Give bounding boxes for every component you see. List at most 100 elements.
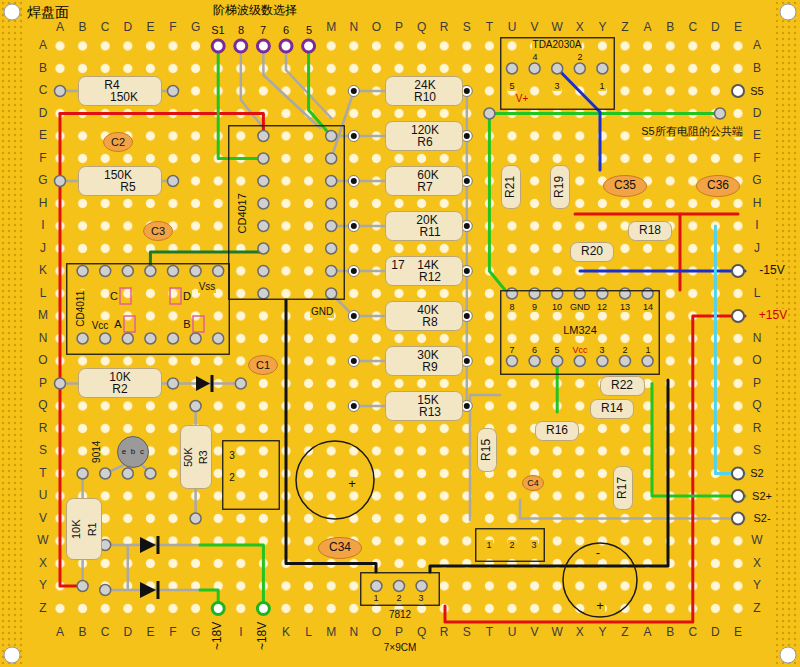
grid-letter: A <box>752 39 762 53</box>
grid-letter: N <box>348 626 359 640</box>
grid-letter: E <box>38 129 48 143</box>
grid-letter: E <box>145 626 155 640</box>
grid-letter: N <box>38 332 49 346</box>
resistor-shape <box>551 166 570 209</box>
selector-pin: 6 <box>282 24 290 37</box>
grid-letter: Q <box>416 626 427 640</box>
resistor-body: R14 <box>590 399 634 419</box>
grid-letter: A <box>38 39 48 53</box>
grid-letter: C <box>38 84 49 98</box>
resistor-shape <box>386 392 463 421</box>
grid-letter: M <box>325 626 337 640</box>
resistor-shape <box>386 347 463 376</box>
grid-letter: O <box>371 626 382 640</box>
electrolytic-capacitor: -+ <box>562 542 638 618</box>
outline-shape <box>229 126 345 300</box>
diode-symbols <box>140 375 212 599</box>
grid-letter: Y <box>597 626 607 640</box>
grid-letter: G <box>37 174 48 188</box>
gate-marks <box>120 288 204 332</box>
part-text: R6 <box>416 136 433 150</box>
part-text: R7 <box>416 181 433 195</box>
grid-letter: F <box>168 626 177 640</box>
component-outline: 8910GND121314LM324765Vcc321 <box>500 290 660 375</box>
part-text: R16 <box>545 424 569 438</box>
part-text: 2 <box>621 345 628 355</box>
resistor-shape <box>502 166 521 209</box>
part-text: 1 <box>372 593 379 603</box>
part-text: R1 <box>86 521 99 537</box>
resistor-body: 1714KR12 <box>385 256 463 286</box>
part-text: GND <box>569 302 591 312</box>
part-text: R22 <box>610 379 634 393</box>
resistor-shape <box>79 77 162 106</box>
selector-pin: 5 <box>305 24 313 37</box>
part-text: 150K <box>109 91 139 105</box>
part-text: c <box>139 447 145 456</box>
part-text: 12 <box>596 302 608 312</box>
grid-letter: X <box>752 557 762 571</box>
part-text: 9 <box>531 302 538 312</box>
grid-letter: O <box>371 21 382 35</box>
part-text: TDA2030A <box>532 39 583 51</box>
capacitor-shape <box>104 133 133 152</box>
part-text: Vcc <box>91 320 110 332</box>
resistor-body: R19 <box>550 165 570 209</box>
grid-letter: O <box>751 354 762 368</box>
part-text: R10 <box>413 91 437 105</box>
grid-letter: G <box>190 21 201 35</box>
component-outline: 1237812 <box>360 572 440 606</box>
resistor-shape <box>386 302 463 331</box>
part-text: 50K <box>183 446 196 468</box>
part-text: C1 <box>255 359 271 372</box>
grid-letter: Z <box>620 626 629 640</box>
grid-letter: C <box>100 21 111 35</box>
grid-letter: Q <box>751 399 762 413</box>
part-text: C4 <box>526 478 540 488</box>
grid-letter: R <box>752 422 763 436</box>
grid-letter: E <box>733 21 743 35</box>
grid-letter: N <box>348 21 359 35</box>
grid-letter: O <box>37 354 48 368</box>
grid-letter: B <box>78 21 88 35</box>
grid-letter: R <box>439 626 450 640</box>
grid-letter: P <box>394 21 404 35</box>
terminal-label: +15V <box>758 309 788 323</box>
resistor-shape <box>536 422 579 441</box>
grid-letter: I <box>238 626 243 640</box>
grid-letter: F <box>38 152 47 166</box>
part-text: 5 <box>553 345 560 355</box>
part-text: 8 <box>508 302 515 312</box>
part-text: R2 <box>111 383 128 397</box>
part-text: 14 <box>642 302 654 312</box>
grid-letter: G <box>190 626 201 640</box>
part-text: C2 <box>110 136 126 149</box>
resistor-body: R20 <box>570 242 614 262</box>
resistor-body: 30KR9 <box>385 346 463 376</box>
part-text: C <box>109 290 119 303</box>
grid-letter: S <box>462 626 472 640</box>
part-text: C35 <box>613 179 637 193</box>
capacitor-outline <box>296 441 374 519</box>
part-text: 4 <box>531 52 538 62</box>
resistor-body: 24KR10 <box>385 76 463 106</box>
resistor-shape <box>591 400 634 419</box>
grid-letter: D <box>122 21 133 35</box>
grid-letter: B <box>78 626 88 640</box>
grid-letter: V <box>530 21 540 35</box>
resistor-shape <box>629 222 672 241</box>
grid-letter: Y <box>38 579 48 593</box>
capacitor-shape <box>249 356 278 375</box>
resistor-shape <box>614 467 633 510</box>
capacitor-body: C3 <box>143 221 173 241</box>
part-text: C34 <box>328 541 352 555</box>
grid-letter: D <box>710 21 721 35</box>
resistor-body: R16 <box>535 421 579 441</box>
capacitor-shape <box>319 538 362 559</box>
grid-letter: G <box>751 174 762 188</box>
grid-letter: X <box>38 557 48 571</box>
grid-letter: D <box>122 626 133 640</box>
part-text: 2 <box>508 540 515 550</box>
grid-letter: V <box>38 512 48 526</box>
